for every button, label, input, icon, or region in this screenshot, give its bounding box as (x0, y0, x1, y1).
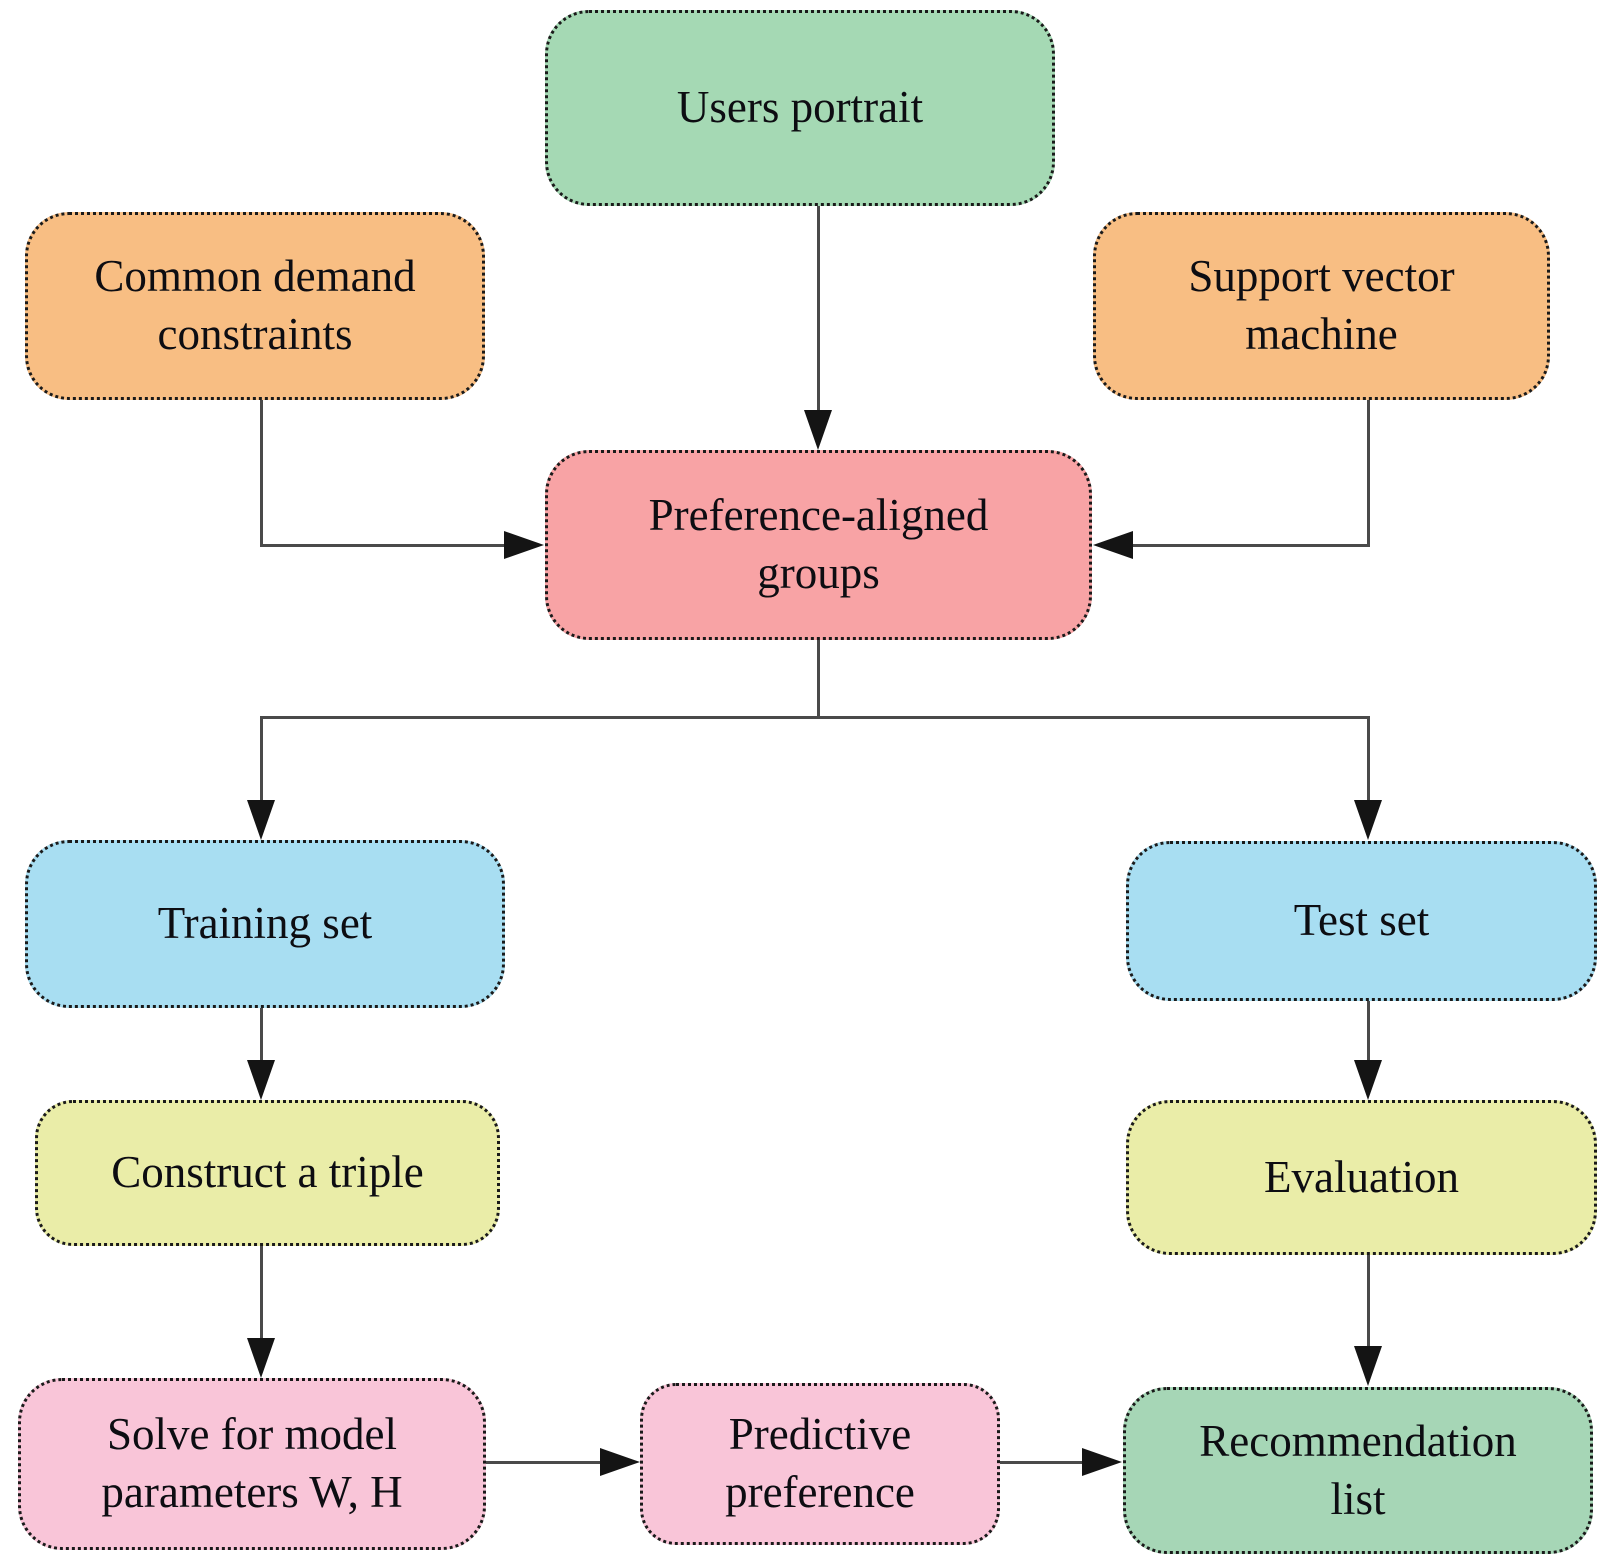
arrowhead-down-icon (247, 1338, 275, 1378)
arrowhead-right-icon (504, 531, 544, 559)
node-users-portrait: Users portrait (545, 10, 1055, 206)
node-preference-aligned-groups-label2: groups (757, 548, 880, 598)
edge-svm-to-preference-v (1367, 400, 1370, 547)
node-construct-a-triple-label: Construct a triple (111, 1147, 424, 1198)
node-recommendation-list: Recommendation list (1123, 1387, 1593, 1554)
node-construct-a-triple: Construct a triple (35, 1100, 500, 1246)
edge-predictive-to-recommendation (1000, 1461, 1084, 1464)
node-support-vector-machine-label2: machine (1245, 309, 1398, 359)
node-solve-for-model-parameters: Solve for model parameters W, H (18, 1378, 486, 1550)
node-training-set: Training set (25, 840, 505, 1008)
arrowhead-down-icon (1354, 800, 1382, 840)
node-predictive-preference-label2: preference (725, 1467, 915, 1517)
node-support-vector-machine: Support vector machine (1093, 212, 1550, 400)
edge-preference-to-test-v (1367, 716, 1370, 802)
node-training-set-label: Training set (157, 898, 373, 949)
node-predictive-preference-label: Predictive (728, 1409, 912, 1460)
edge-construct-to-solve (260, 1246, 263, 1340)
arrowhead-left-icon (1093, 531, 1133, 559)
node-evaluation-label: Evaluation (1264, 1151, 1459, 1202)
edge-common-demand-to-preference-v (260, 400, 263, 547)
edge-users-portrait-to-preference (817, 206, 820, 412)
node-preference-aligned-groups-label: Preference-aligned (648, 490, 989, 541)
node-test-set: Test set (1126, 841, 1597, 1001)
edge-training-to-construct (260, 1008, 263, 1062)
edge-evaluation-to-recommendation (1367, 1255, 1370, 1348)
node-support-vector-machine-label: Support vector (1188, 251, 1455, 302)
arrowhead-down-icon (804, 410, 832, 450)
edge-svm-to-preference-h (1133, 544, 1369, 547)
node-common-demand-constraints: Common demand constraints (25, 212, 485, 400)
node-test-set-label: Test set (1293, 895, 1430, 946)
node-recommendation-list-label: Recommendation (1199, 1415, 1517, 1466)
node-preference-aligned-groups: Preference-aligned groups (545, 450, 1092, 640)
arrowhead-down-icon (1354, 1346, 1382, 1386)
edge-test-to-evaluation (1367, 1001, 1370, 1062)
edge-preference-split-stem (817, 640, 820, 719)
node-predictive-preference: Predictive preference (640, 1383, 1000, 1545)
arrowhead-right-icon (600, 1448, 640, 1476)
node-solve-for-model-parameters-label: Solve for model (107, 1409, 397, 1460)
arrowhead-down-icon (247, 1060, 275, 1100)
arrowhead-right-icon (1082, 1448, 1122, 1476)
arrowhead-down-icon (247, 800, 275, 840)
node-common-demand-constraints-label2: constraints (157, 309, 353, 359)
arrowhead-down-icon (1354, 1060, 1382, 1100)
node-recommendation-list-label2: list (1330, 1473, 1386, 1524)
edge-preference-to-training-v (260, 716, 263, 802)
node-common-demand-constraints-label: Common demand (94, 251, 416, 302)
edge-common-demand-to-preference-h (260, 544, 506, 547)
node-users-portrait-label: Users portrait (676, 82, 924, 133)
edge-solve-to-predictive (486, 1461, 602, 1464)
node-solve-for-model-parameters-label2: parameters W, H (101, 1467, 403, 1517)
edge-preference-split-bar (260, 716, 1370, 719)
node-evaluation: Evaluation (1126, 1100, 1597, 1255)
